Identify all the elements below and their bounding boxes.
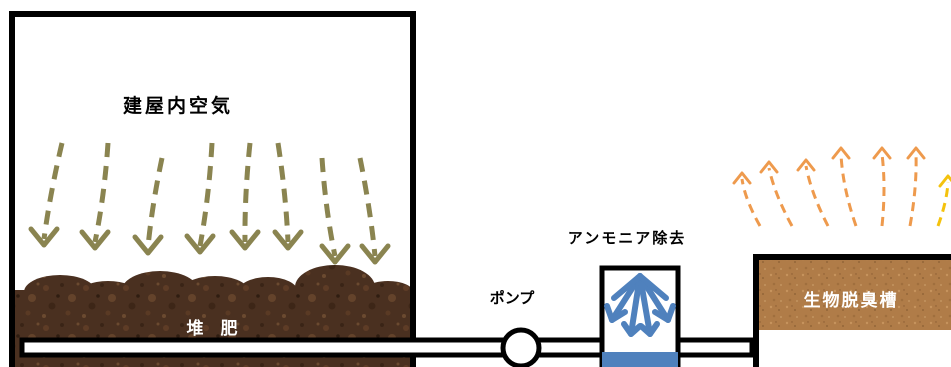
dashed-down-arrow-icon xyxy=(79,142,111,251)
odor-flow-arrows xyxy=(732,146,951,227)
dashed-down-arrow-icon xyxy=(184,142,216,255)
ammonia-scrubber: アンモニア除去 xyxy=(568,229,686,367)
dashed-down-arrow-icon xyxy=(229,142,261,251)
dashed-up-arrow-icon xyxy=(796,158,830,227)
air-flow-arrows xyxy=(28,142,391,265)
scrubber-water xyxy=(602,352,678,367)
building: 建屋内空気 堆 肥 xyxy=(9,11,416,367)
biofilter-media xyxy=(756,257,951,330)
dashed-down-arrow-icon xyxy=(272,142,304,251)
compost-mounds xyxy=(24,265,414,309)
dashed-down-arrow-icon xyxy=(28,142,65,248)
dashed-up-arrow-icon xyxy=(872,146,892,227)
air-duct xyxy=(19,337,755,358)
dashed-up-arrow-icon xyxy=(831,146,858,227)
dashed-up-arrow-icon xyxy=(732,171,762,227)
building-wall xyxy=(9,11,416,367)
dashed-down-arrow-icon xyxy=(357,157,391,265)
dashed-down-arrow-icon xyxy=(319,157,351,265)
ammonia-removal-label: アンモニア除去 xyxy=(568,229,686,247)
biofilter-tank: 生物脱臭槽 xyxy=(732,146,951,367)
spray-arrows-icon xyxy=(604,273,676,337)
pump: ポンプ xyxy=(490,289,542,367)
pump-label: ポンプ xyxy=(490,289,536,307)
dashed-up-arrow-icon xyxy=(936,174,951,227)
dashed-up-arrow-icon xyxy=(759,160,794,227)
pump-circle-icon xyxy=(500,327,542,367)
compost-label: 堆 肥 xyxy=(187,318,238,339)
dashed-up-arrow-icon xyxy=(906,146,926,227)
dashed-down-arrow-icon xyxy=(132,157,165,256)
building-air-label: 建屋内空気 xyxy=(123,94,233,117)
biofilter-label: 生物脱臭槽 xyxy=(804,290,899,311)
